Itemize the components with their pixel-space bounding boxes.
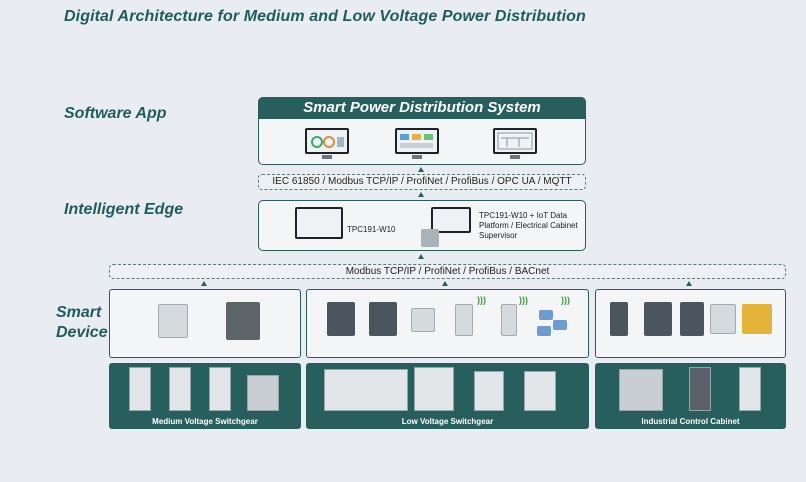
power-meter-icon xyxy=(411,308,435,332)
arrow-up-icon xyxy=(201,281,207,286)
arrow-up-icon xyxy=(686,281,692,286)
platform-label-line2: Platform / Electrical Cabinet xyxy=(479,221,578,230)
layer-label-software: Software App xyxy=(64,105,167,122)
monitor-dashboard-3 xyxy=(493,128,537,159)
control-cabinet-icon xyxy=(619,369,663,411)
cabinet-label-medium: Medium Voltage Switchgear xyxy=(152,417,258,426)
temperature-sensor-icon xyxy=(539,310,553,320)
tpc-panel-label: TPC191-W10 xyxy=(347,225,396,234)
dashboard-tiles-icon xyxy=(400,134,433,148)
control-cabinet-icon xyxy=(689,367,711,411)
air-breaker-icon xyxy=(327,302,355,336)
layer-label-edge: Intelligent Edge xyxy=(64,201,184,218)
protection-relay-icon xyxy=(158,304,188,338)
switchgear-lineup-icon xyxy=(324,369,408,411)
temperature-sensor-icon xyxy=(553,320,567,330)
circuit-breaker-icon xyxy=(226,302,260,340)
mcb-sensor-icon xyxy=(501,304,517,336)
protocol-bar-bottom: Modbus TCP/IP / ProfiNet / ProfiBus / BA… xyxy=(109,264,786,279)
software-app-box: Smart Power Distribution System xyxy=(258,97,586,165)
cabinet-box-low-voltage: Low Voltage Switchgear xyxy=(306,363,589,429)
temperature-sensor-icon xyxy=(537,326,551,336)
device-box-low-voltage: ))) ))) ))) xyxy=(306,289,589,358)
wireless-icon: ))) xyxy=(561,295,570,305)
safety-relay-icon xyxy=(742,304,772,334)
plc-module-icon xyxy=(610,302,628,336)
control-cabinet-icon xyxy=(739,367,761,411)
arrow-up-icon xyxy=(418,254,424,259)
monitor-dashboard-2 xyxy=(395,128,439,159)
switchgear-cabinet-icon xyxy=(247,375,279,411)
wireless-icon: ))) xyxy=(477,295,486,305)
cabinet-label-industrial: Industrial Control Cabinet xyxy=(641,417,740,426)
software-app-header: Smart Power Distribution System xyxy=(258,97,586,119)
switchgear-cabinet-icon xyxy=(414,367,454,411)
iot-panel-icon xyxy=(431,207,471,233)
cabinet-box-medium-voltage: Medium Voltage Switchgear xyxy=(109,363,301,429)
molded-case-breaker-icon xyxy=(369,302,397,336)
tpc-panel-icon xyxy=(295,207,343,239)
protocol-bar-top: IEC 61850 / Modbus TCP/IP / ProfiNet / P… xyxy=(258,174,586,190)
intelligent-edge-box: TPC191-W10 TPC191-W10 + IoT Data Platfor… xyxy=(258,200,586,251)
switchgear-cabinet-icon xyxy=(169,367,191,411)
device-box-industrial xyxy=(595,289,786,358)
dashboard-diagram-icon xyxy=(497,132,533,150)
contactor-icon xyxy=(680,302,704,336)
mcb-icon xyxy=(455,304,473,336)
wireless-icon: ))) xyxy=(519,295,528,305)
arrow-up-icon xyxy=(418,167,424,172)
drive-icon xyxy=(644,302,672,336)
distribution-board-icon xyxy=(524,371,556,411)
platform-label-line3: Supervisor xyxy=(479,231,518,240)
diagram-title: Digital Architecture for Medium and Low … xyxy=(64,8,586,25)
switchgear-cabinet-icon xyxy=(129,367,151,411)
gateway-device-icon xyxy=(421,229,439,247)
layer-label-device-2: Device xyxy=(56,324,108,341)
cabinet-box-industrial: Industrial Control Cabinet xyxy=(595,363,786,429)
layer-label-device-1: Smart xyxy=(56,304,102,321)
terminal-block-icon xyxy=(710,304,736,334)
arrow-up-icon xyxy=(418,192,424,197)
cabinet-label-low: Low Voltage Switchgear xyxy=(401,417,494,426)
switchgear-cabinet-icon xyxy=(209,367,231,411)
arrow-up-icon xyxy=(442,281,448,286)
platform-label-line1: TPC191-W10 + IoT Data xyxy=(479,211,568,220)
device-box-medium-voltage xyxy=(109,289,301,358)
monitor-dashboard-1 xyxy=(305,128,349,159)
distribution-board-icon xyxy=(474,371,504,411)
dashboard-gauges-icon xyxy=(311,136,344,148)
